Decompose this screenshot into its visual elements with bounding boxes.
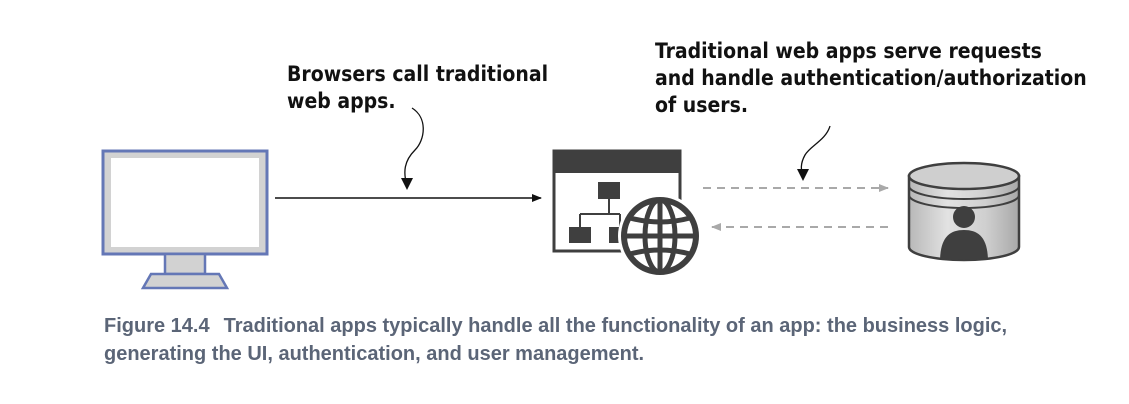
web-app-globe-icon <box>552 149 702 278</box>
figure-caption-text: Traditional apps typically handle all th… <box>104 315 1008 365</box>
annotation-pointer-left <box>404 107 424 187</box>
annotation-pointer-right <box>800 125 831 177</box>
figure-number: Figure 14.4 <box>104 315 210 337</box>
server-role-annotation: Traditional web apps serve requests and … <box>655 39 1093 117</box>
user-icon <box>940 206 988 260</box>
user-database-icon <box>907 161 1021 262</box>
browser-call-annotation: Browsers call traditional web apps. <box>287 62 555 113</box>
monitor-icon <box>101 149 269 290</box>
